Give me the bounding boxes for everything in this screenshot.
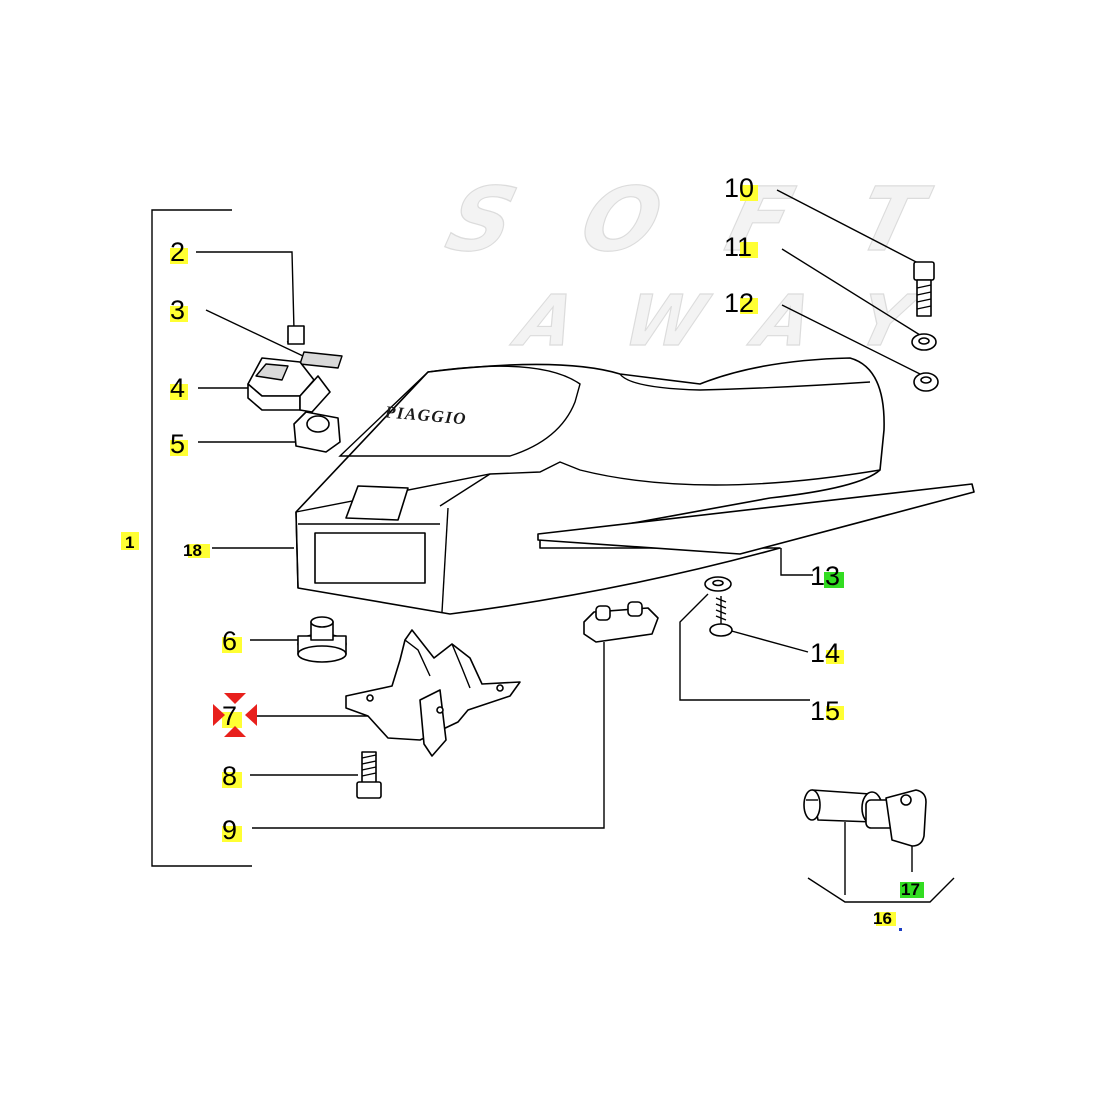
callout-7: 7 [222,701,237,731]
callout-highlight-1 [121,532,139,550]
assembly-bracket [151,209,252,867]
callout-13: 13 [810,561,840,591]
callout-highlight-8 [222,772,242,788]
callout-12: 12 [724,288,754,318]
selection-cross-icon [213,693,257,737]
callout-11: 11 [724,232,752,262]
callout-4: 4 [170,373,185,403]
leader-lines [196,189,955,903]
callout-highlight-4 [170,384,188,400]
flat-washer-part [704,576,732,592]
callout-highlights [121,185,924,931]
callout-highlight-10 [740,185,758,201]
bolt-part [356,751,382,799]
callout-14: 14 [810,638,840,668]
callout-10: 10 [724,173,754,203]
callout-highlight-15 [826,706,844,720]
nut-part [913,372,939,392]
rubber-buffer-part [297,616,347,663]
callout-1: 1 [125,533,134,552]
callout-6: 6 [222,626,237,656]
callout-highlight-6 [222,637,242,653]
latch-bracket-part [345,629,521,757]
callout-16: 16 [873,909,892,928]
callout-highlight-16-dot [899,928,902,931]
seat-trim-strip [537,483,975,555]
key-part [865,789,927,847]
seat-latch-window [345,485,409,521]
spring-part [286,325,305,345]
watermark: SOFT AWAY [437,169,940,363]
washer-part [911,333,937,351]
screw-part [709,596,733,637]
latch-plate-part [299,351,343,369]
watermark-line-1: SOFT [437,169,938,271]
callout-highlight-11 [740,242,758,258]
lock-barrel-part [293,411,341,453]
bumper-pad-part [583,601,659,643]
callout-9: 9 [222,815,237,845]
callout-5: 5 [170,429,185,459]
callout-highlight-5 [170,440,188,456]
callout-highlight-13 [824,572,844,588]
callout-3: 3 [170,295,185,325]
callout-highlight-3 [170,306,188,322]
callout-highlight-14 [826,650,844,664]
callout-numbers: 1 2 3 4 5 6 7 8 9 10 11 12 13 14 15 16 1… [125,173,920,928]
callout-8: 8 [222,761,237,791]
callout-highlight-12 [740,298,758,314]
hex-bolt-part [913,261,935,317]
seat-handle-opening [314,532,426,584]
callout-18: 18 [183,541,202,560]
callout-17: 17 [901,880,920,899]
callout-15: 15 [810,696,840,726]
callout-highlight-16 [876,912,896,926]
callout-2: 2 [170,237,185,267]
callout-highlight-9 [222,826,242,842]
callout-highlight-17 [900,882,924,898]
callout-highlight-2 [170,248,188,264]
lock-body-part [247,357,331,413]
watermark-line-2: AWAY [505,280,927,362]
callout-highlight-18 [188,544,210,558]
callout-highlight-7 [222,712,242,728]
